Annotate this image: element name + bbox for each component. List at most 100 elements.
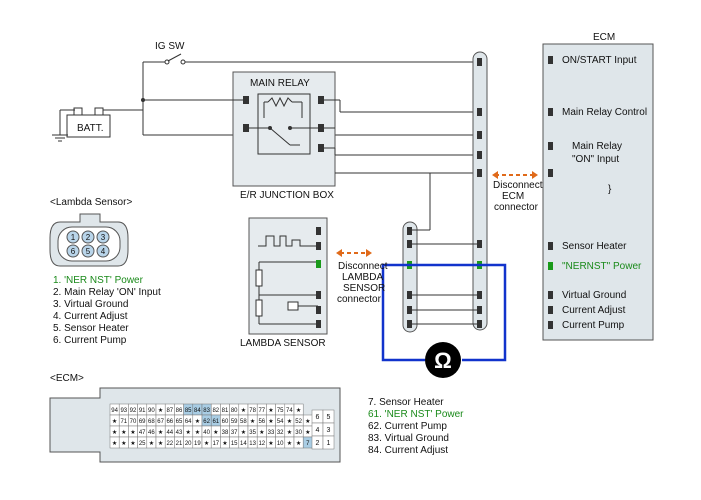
ecm-conn-cell-label: ★ [250,418,255,425]
ohmmeter: Ω [381,263,507,378]
ecm-conn-cell-label: 80 [231,408,238,414]
ecm-pin-extra [548,169,553,177]
lambda-face-pin-label: 3 [101,233,106,242]
ecm-conn-cell-label: ★ [158,407,163,414]
ecm-title: ECM [593,32,615,43]
ecm-pin-desc-2: 62. Current Pump [368,421,447,432]
ecm-pin-5 [548,262,553,270]
ecm-conn-side-label: 1 [327,440,331,447]
ecm-conn-cell-label: ★ [268,407,273,414]
ecm-conn-cell-label: 52 [295,419,302,425]
ecm-conn-cell-label: 40 [203,430,210,436]
ecm-conn-side-label: 2 [316,440,320,447]
ecm-pin-4 [548,242,553,250]
ecm-conn-cell-label: 65 [176,419,183,425]
ecm-conn-cell-label: ★ [287,429,292,436]
ecm-conn-cell-label: 68 [148,419,155,425]
lambda-face-pin-6 [66,244,80,258]
lambda-pin-desc-3: 3. Virtual Ground [53,299,128,310]
lambda-face-pin-label: 2 [86,233,91,242]
ohm-symbol: Ω [434,348,452,373]
ecm-conn-cell-label: ★ [287,418,292,425]
ecm-conn-cell-label: ★ [213,429,218,436]
ecm-conn-cell-label: ★ [268,440,273,447]
ecm-conn-cell-label: 94 [111,408,118,414]
ecm-conn-cell-label: ★ [130,440,135,447]
lambda-face-pin-1 [66,230,80,244]
ecm-conn-cell-label: 13 [249,441,256,447]
lambda-face-pin-label: 5 [86,247,91,256]
ecm-conn-cell-label: ★ [158,440,163,447]
ecm-conn-cell-label: 19 [194,441,201,447]
lambda-pin-desc-5: 5. Sensor Heater [53,323,129,334]
ecm-conn-cell-label: 38 [222,430,229,436]
ecm-conn-cell-label: ★ [287,440,292,447]
ecm-conn-cell-label: ★ [112,440,117,447]
ecm-conn-cell-label: 10 [277,441,284,447]
ecm-conn-cell-label: 37 [231,430,238,436]
ecm-conn-cell-label: ★ [121,440,126,447]
ecm-conn-cell-label: ★ [186,429,191,436]
battery-label: BATT. [77,123,103,134]
ecm-conn-cell-label: 69 [139,419,146,425]
ecm-conn-cell-label: 93 [120,408,127,414]
ecm-pin-2 [548,142,553,150]
lambda-pin-desc-4: 4. Current Adjust [53,311,128,322]
disconnect-lambda-l4: connector [337,294,382,305]
ecm-conn-cell-label: ★ [112,418,117,425]
ecm-conn-cell-label: ★ [195,429,200,436]
ecm-conn-side-label: 4 [316,427,320,434]
ecm-conn-cell-label: 21 [176,441,183,447]
ecm-conn-cell-label: ★ [268,418,273,425]
ecm-conn-cell-label: ★ [296,440,301,447]
lambda-face-pin-label: 1 [71,233,76,242]
disconnect-lambda-l2: LAMBDA [342,272,383,283]
ecm-conn-cell-label: 44 [166,430,173,436]
ecm-conn-cell-label: 92 [130,408,137,414]
ecm-conn-cell-label: 74 [286,408,293,414]
ecm-conn-cell-label: 25 [139,441,146,447]
ecm-conn-cell-label: ★ [305,418,310,425]
ecm-conn-cell-label: 30 [295,430,302,436]
ecm-disconnect-connector-strip [472,51,488,331]
ecm-pin-label-7: Current Adjust [562,305,626,316]
disconnect-ecm-l3: connector [494,202,539,213]
ecm-pin-7 [548,306,553,314]
ecm-conn-cell-label: ★ [296,407,301,414]
ecm-pin-label-2: Main Relay [572,141,622,152]
ecm-conn-cell-label: 59 [231,419,238,425]
lambda-disconnect-connector-strip [402,221,418,333]
ecm-conn-cell-label: 70 [130,419,137,425]
ecm-conn-cell-label: ★ [158,429,163,436]
ecm-conn-cell-label: 54 [277,419,284,425]
ecm-conn-cell-label: ★ [241,407,246,414]
ecm-pin-desc-3: 83. Virtual Ground [368,433,449,444]
disconnect-ecm-l1: Disconnect [493,180,543,191]
ecm-conn-cell-label: ★ [121,429,126,436]
ecm-conn-cell-label: 87 [166,408,173,414]
ecm-pin-6 [548,291,553,299]
ecm-conn-cell-label: 58 [240,419,247,425]
ig-switch: IG SW [155,41,186,65]
ecm-conn-cell-label: 43 [176,430,183,436]
main-relay-label: MAIN RELAY [250,78,310,89]
lambda-face-pin-label: 6 [71,247,76,256]
ecm-pin-desc-4: 84. Current Adjust [368,445,448,456]
ecm-conn-cell-label: 84 [194,408,201,414]
ecm-conn-side-cell [322,435,335,450]
ecm-conn-cell-label: 64 [185,419,192,425]
disconnect-lambda-l1: Disconnect [338,261,388,272]
ecm-pin-desc-0: 7. Sensor Heater [368,397,444,408]
lambda-pin-desc-2: 2. Main Relay 'ON' Input [53,287,161,298]
er-junction-box: MAIN RELAY E/R JUNCTION BOX [232,71,336,201]
ecm-conn-cell-label: ★ [149,440,154,447]
lambda-sensor-header: <Lambda Sensor> [50,197,132,208]
ecm-conn-cell-label: 71 [120,419,127,425]
ecm-conn-cell-label: 7 [306,441,310,447]
ecm-conn-cell-label: ★ [204,440,209,447]
ecm-conn-cell-label: 14 [240,441,247,447]
ecm-pin-1 [548,108,553,116]
ecm-pin-label-6: Virtual Ground [562,290,626,301]
ecm-connector-header: <ECM> [50,373,84,384]
